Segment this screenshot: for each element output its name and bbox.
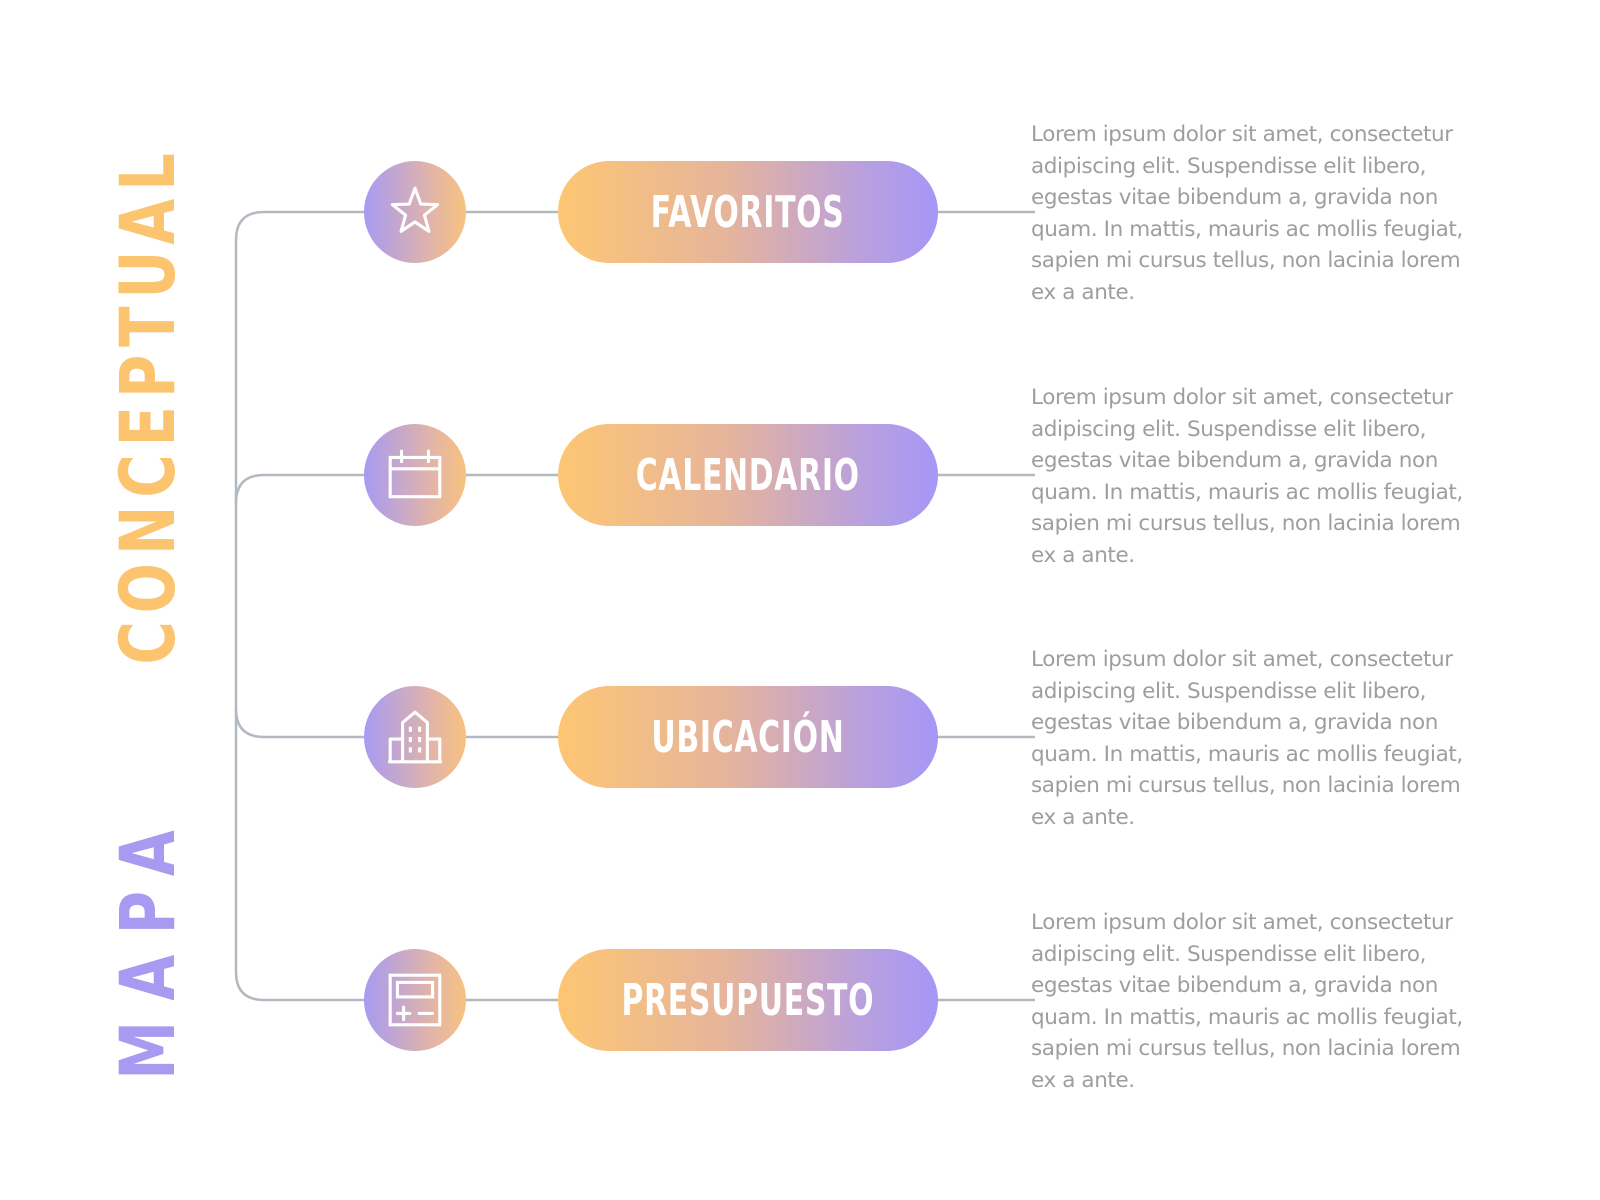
concept-description: Lorem ipsum dolor sit amet, consectetur … xyxy=(1031,647,1463,830)
concept-pill: CALENDARIO xyxy=(558,424,938,526)
concept-pill: PRESUPUESTO xyxy=(558,949,938,1051)
concept-label: PRESUPUESTO xyxy=(621,974,875,1026)
concept-label: UBICACIÓN xyxy=(651,711,845,763)
concept-label: FAVORITOS xyxy=(651,186,845,238)
concept-description: Lorem ipsum dolor sit amet, consectetur … xyxy=(1031,910,1463,1093)
concept-node-calendario: CALENDARIO Lorem ipsum dolor sit amet, c… xyxy=(0,385,1600,568)
branch-line-2 xyxy=(234,473,386,504)
concept-node-favoritos: FAVORITOS Lorem ipsum dolor sit amet, co… xyxy=(0,122,1600,305)
concept-pill: FAVORITOS xyxy=(558,161,938,263)
icon-badge xyxy=(364,686,466,788)
concept-description: Lorem ipsum dolor sit amet, consectetur … xyxy=(1031,122,1463,305)
icon-badge xyxy=(364,424,466,526)
concept-node-ubicacion: UBICACIÓN Lorem ipsum dolor sit amet, co… xyxy=(0,647,1600,830)
trunk-line xyxy=(234,210,386,1002)
building-icon xyxy=(388,710,442,764)
star-icon xyxy=(390,186,440,233)
calculator-icon xyxy=(388,973,442,1027)
concept-label: CALENDARIO xyxy=(635,449,861,501)
concept-description: Lorem ipsum dolor sit amet, consectetur … xyxy=(1031,385,1463,568)
icon-badge xyxy=(364,161,466,263)
calendar-icon xyxy=(388,449,442,499)
concept-pill: UBICACIÓN xyxy=(558,686,938,788)
concept-node-presupuesto: PRESUPUESTO Lorem ipsum dolor sit amet, … xyxy=(0,910,1600,1093)
branch-line-3 xyxy=(234,708,386,739)
icon-badge xyxy=(364,949,466,1051)
